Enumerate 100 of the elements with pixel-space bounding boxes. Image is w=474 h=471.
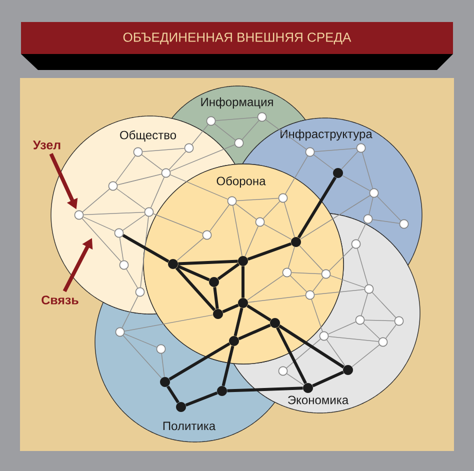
open-node-dot xyxy=(355,315,365,325)
link-line xyxy=(214,124,236,140)
link-line xyxy=(328,246,354,272)
open-node-dot xyxy=(144,207,154,217)
link-line xyxy=(358,222,366,240)
link-line xyxy=(116,188,146,210)
link-line xyxy=(290,275,308,292)
solid-node-dot xyxy=(238,256,248,266)
solid-node-dot xyxy=(270,318,280,328)
thick-link-line xyxy=(297,176,337,238)
link-line xyxy=(356,248,368,285)
link-line xyxy=(170,174,228,200)
title-banner: ОБЪЕДИНЕННАЯ ВНЕШНЯЯ СРЕДА xyxy=(21,22,453,54)
link-line xyxy=(124,333,158,348)
open-node-dot xyxy=(257,112,267,122)
link-line xyxy=(236,198,279,202)
link-line xyxy=(192,124,208,145)
thick-link-line xyxy=(238,324,271,340)
open-node-dot xyxy=(378,337,388,347)
link-line xyxy=(360,293,368,316)
link-line xyxy=(376,196,402,221)
open-node-dot xyxy=(108,181,118,191)
link-line xyxy=(170,144,236,172)
link-line xyxy=(82,216,116,232)
link-line xyxy=(328,336,379,342)
thick-link-line xyxy=(168,342,230,381)
link-line xyxy=(363,322,380,340)
solid-node-dot xyxy=(343,365,353,375)
open-node-dot xyxy=(364,284,374,294)
link-line xyxy=(168,151,186,170)
open-node-dot xyxy=(305,290,315,300)
link-line xyxy=(161,353,165,378)
open-node-dot xyxy=(135,287,145,297)
open-node-dot xyxy=(394,316,404,326)
open-node-dot xyxy=(282,268,292,278)
thick-link-line xyxy=(217,262,240,280)
link-line xyxy=(141,154,163,171)
thick-link-line xyxy=(175,266,216,312)
link-line xyxy=(286,373,304,386)
thick-link-line xyxy=(278,324,344,368)
open-node-dot xyxy=(74,210,84,220)
thick-link-line xyxy=(312,370,344,388)
open-node-dot xyxy=(321,269,331,279)
link-line xyxy=(209,204,230,232)
link-line xyxy=(285,156,308,194)
thick-link-line xyxy=(222,304,239,314)
link-line xyxy=(326,339,346,366)
thick-link-line xyxy=(246,304,272,322)
link-line xyxy=(314,289,365,295)
thick-link-line xyxy=(242,266,244,298)
open-node-dot xyxy=(305,147,315,157)
open-node-dot xyxy=(202,230,212,240)
open-node-dot xyxy=(161,168,171,178)
link-line xyxy=(122,296,138,328)
link-line xyxy=(244,226,258,257)
link-line xyxy=(117,174,162,186)
open-node-dot xyxy=(119,260,129,270)
link-line xyxy=(82,188,110,212)
thick-link-line xyxy=(247,242,292,261)
open-node-dot xyxy=(356,143,366,153)
link-line xyxy=(341,151,358,170)
link-line xyxy=(83,212,145,216)
link-line xyxy=(242,120,260,140)
thick-link-line xyxy=(234,308,244,336)
link-line xyxy=(372,292,396,318)
link-line xyxy=(299,245,324,271)
link-line xyxy=(265,119,307,150)
open-node-dot xyxy=(351,239,361,249)
open-node-dot xyxy=(184,143,194,153)
solid-node-dot xyxy=(291,237,301,247)
link-line xyxy=(262,201,280,219)
link-line xyxy=(364,320,395,322)
link-line xyxy=(235,203,257,220)
link-line xyxy=(124,314,214,332)
link-line xyxy=(352,344,380,368)
open-node-dot xyxy=(278,366,288,376)
link-line xyxy=(368,197,374,215)
thick-link-line xyxy=(276,326,307,384)
link-line xyxy=(264,224,292,240)
open-node-dot xyxy=(114,228,124,238)
solid-node-dot xyxy=(217,386,227,396)
open-node-dot xyxy=(156,344,166,354)
link-line xyxy=(330,275,365,288)
solid-node-dot xyxy=(209,277,219,287)
thick-link-line xyxy=(185,391,218,406)
link-line xyxy=(153,213,203,234)
solid-node-dot xyxy=(229,336,239,346)
open-node-dot xyxy=(133,147,143,157)
open-node-dot xyxy=(234,138,244,148)
link-line xyxy=(176,238,204,261)
link-line xyxy=(215,117,258,121)
open-node-dot xyxy=(319,331,329,341)
link-line xyxy=(385,324,397,339)
link-line xyxy=(300,195,370,240)
open-node-dot xyxy=(115,327,125,337)
open-node-dot xyxy=(278,193,288,203)
solid-node-dot xyxy=(303,383,313,393)
link-line xyxy=(122,214,146,231)
solid-node-dot xyxy=(160,377,170,387)
solid-node-dot xyxy=(213,309,223,319)
